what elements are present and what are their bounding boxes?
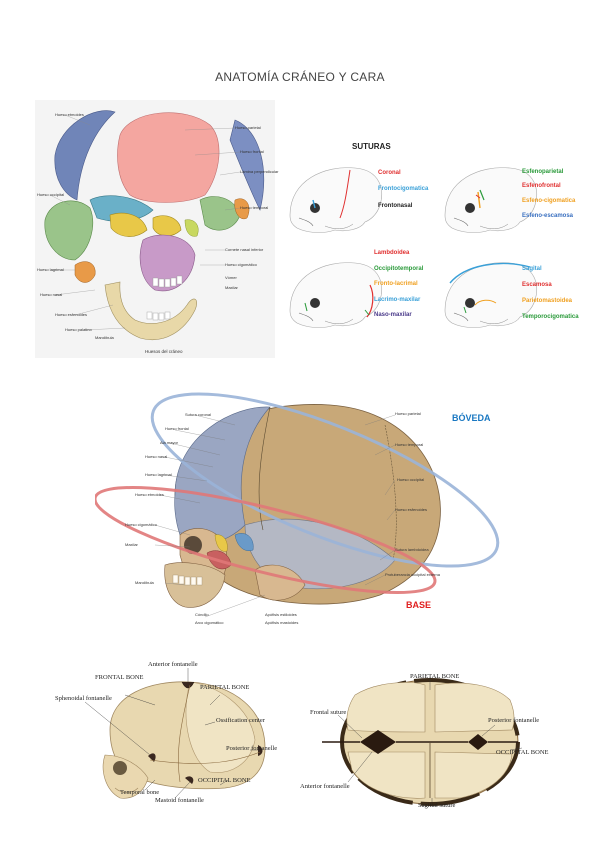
exploded-label: Hueso lagrimal	[37, 267, 64, 272]
suture-label: Lambdoidea	[374, 250, 410, 256]
vault-label: Hueso lagrimal	[145, 472, 172, 477]
infant-side-label: Posterior fontanelle	[226, 745, 278, 752]
infant-side-label: Ossification center	[216, 717, 265, 724]
vault-label: Sutura coronal	[185, 412, 212, 417]
exploded-label: Maxilar	[225, 285, 238, 290]
exploded-label: Hueso occipital	[37, 192, 65, 197]
suture-skull-diagrams	[289, 167, 538, 329]
suture-label: Esfeno-escamosa	[522, 213, 574, 219]
vault-label: Protuberancia occipital externa	[385, 572, 440, 577]
infant-skull-side-illustration	[84, 668, 266, 799]
vault-label: Sutura lambdoidea	[395, 547, 429, 552]
base-label: BASE	[406, 600, 432, 610]
vault-label: Apófisis estiloides	[265, 612, 297, 617]
infant-skull-side-figure: Anterior fontanelle FRONTAL BONE PARIETA…	[50, 660, 310, 810]
vault-label: Hueso frontal	[165, 426, 189, 431]
exploded-label: Hueso etmoides	[55, 112, 84, 117]
suture-label: Sagital	[522, 266, 542, 272]
suture-label: Lacrimo-maxilar	[374, 297, 421, 303]
infant-side-label: OCCIPITAL BONE	[198, 777, 251, 784]
vault-label: Ala mayor	[160, 440, 179, 445]
vault-label: Arco cigomático	[195, 620, 224, 625]
suture-label: Parietomastoidea	[522, 298, 573, 304]
suture-label: Frontocigomatica	[378, 186, 429, 192]
vault-label: Hueso temporal	[395, 442, 424, 447]
exploded-label: Hueso cigomático	[225, 262, 257, 267]
suture-label: Frontonasal	[378, 203, 413, 209]
vault-label: Hueso parietal	[395, 411, 421, 416]
vault-label: Hueso esfenoides	[395, 507, 428, 512]
suture-label: Coronal	[378, 170, 401, 176]
infant-top-label: Posterior fontanelle	[488, 717, 540, 724]
infant-side-label: FRONTAL BONE	[95, 674, 144, 681]
infant-side-label: PARIETAL BONE	[200, 684, 250, 691]
vault-label: Mandíbula	[135, 580, 154, 585]
infant-side-label: Mastoid fontanelle	[155, 797, 204, 804]
suture-label: Escamosa	[522, 282, 552, 288]
suture-label: Occipitotemporal	[374, 266, 424, 272]
exploded-label: Hueso frontal	[240, 149, 264, 154]
infant-top-label: OCCIPITAL BONE	[496, 749, 549, 756]
vault-label: Maxilar	[125, 542, 138, 547]
exploded-label: Lámina perpendicular	[240, 169, 279, 174]
infant-side-label: Temporal bone	[120, 789, 160, 796]
exploded-label: Mandíbula	[95, 335, 114, 340]
vault-base-illustration	[93, 392, 500, 618]
vault-label: Hueso etmoides	[135, 492, 164, 497]
exploded-skull-illustration	[35, 100, 275, 358]
exploded-label: Hueso palatino	[65, 327, 92, 332]
exploded-skull-figure: Hueso parietal Hueso frontal Lámina perp…	[35, 100, 279, 358]
infant-skull-top-illustration	[322, 678, 523, 806]
infant-side-label: Sphenoidal fontanelle	[55, 695, 112, 702]
exploded-caption: Huesos del cráneo	[145, 349, 183, 354]
exploded-label: Hueso temporal	[240, 205, 269, 210]
infant-top-label: Sagittal suture	[418, 802, 456, 809]
exploded-label: Hueso esfenoides	[55, 312, 88, 317]
infant-top-label: PARIETAL BONE	[410, 673, 460, 680]
exploded-label: Cornete nasal inferior	[225, 247, 264, 252]
vault-label: Apófisis mastoides	[265, 620, 299, 625]
suture-label: Esfenoparietal	[522, 169, 564, 175]
suture-label: Naso-maxilar	[374, 312, 412, 318]
vault-label: Hueso occipital	[397, 477, 425, 482]
suture-label: Esfeno-cigomatica	[522, 198, 576, 204]
suture-label: Temporocigomatica	[522, 314, 579, 320]
exploded-label: Hueso parietal	[235, 125, 261, 130]
infant-top-label: Anterior fontanelle	[300, 783, 350, 790]
vault-label: Hueso nasal	[145, 454, 168, 459]
boveda-label: BÓVEDA	[452, 413, 491, 423]
vault-label: Cóndilo	[195, 612, 209, 617]
suture-label: Esfenofrontal	[522, 183, 561, 189]
vault-base-figure: Sutura coronal Hueso parietal Hueso fron…	[93, 385, 505, 640]
suture-label: Fronto-lacrimal	[374, 281, 418, 287]
infant-top-label: Frontal suture	[310, 709, 347, 716]
page-title: ANATOMÍA CRÁNEO Y CARA	[215, 70, 385, 84]
exploded-label: Hueso nasal	[40, 292, 63, 297]
exploded-label: Vómer	[225, 275, 237, 280]
sutures-heading: SUTURAS	[352, 142, 391, 151]
infant-skull-top-figure: PARIETAL BONE Frontal suture Posterior f…	[300, 670, 570, 815]
infant-side-label: Anterior fontanelle	[148, 661, 198, 668]
vault-label: Hueso cigomático	[125, 522, 157, 527]
